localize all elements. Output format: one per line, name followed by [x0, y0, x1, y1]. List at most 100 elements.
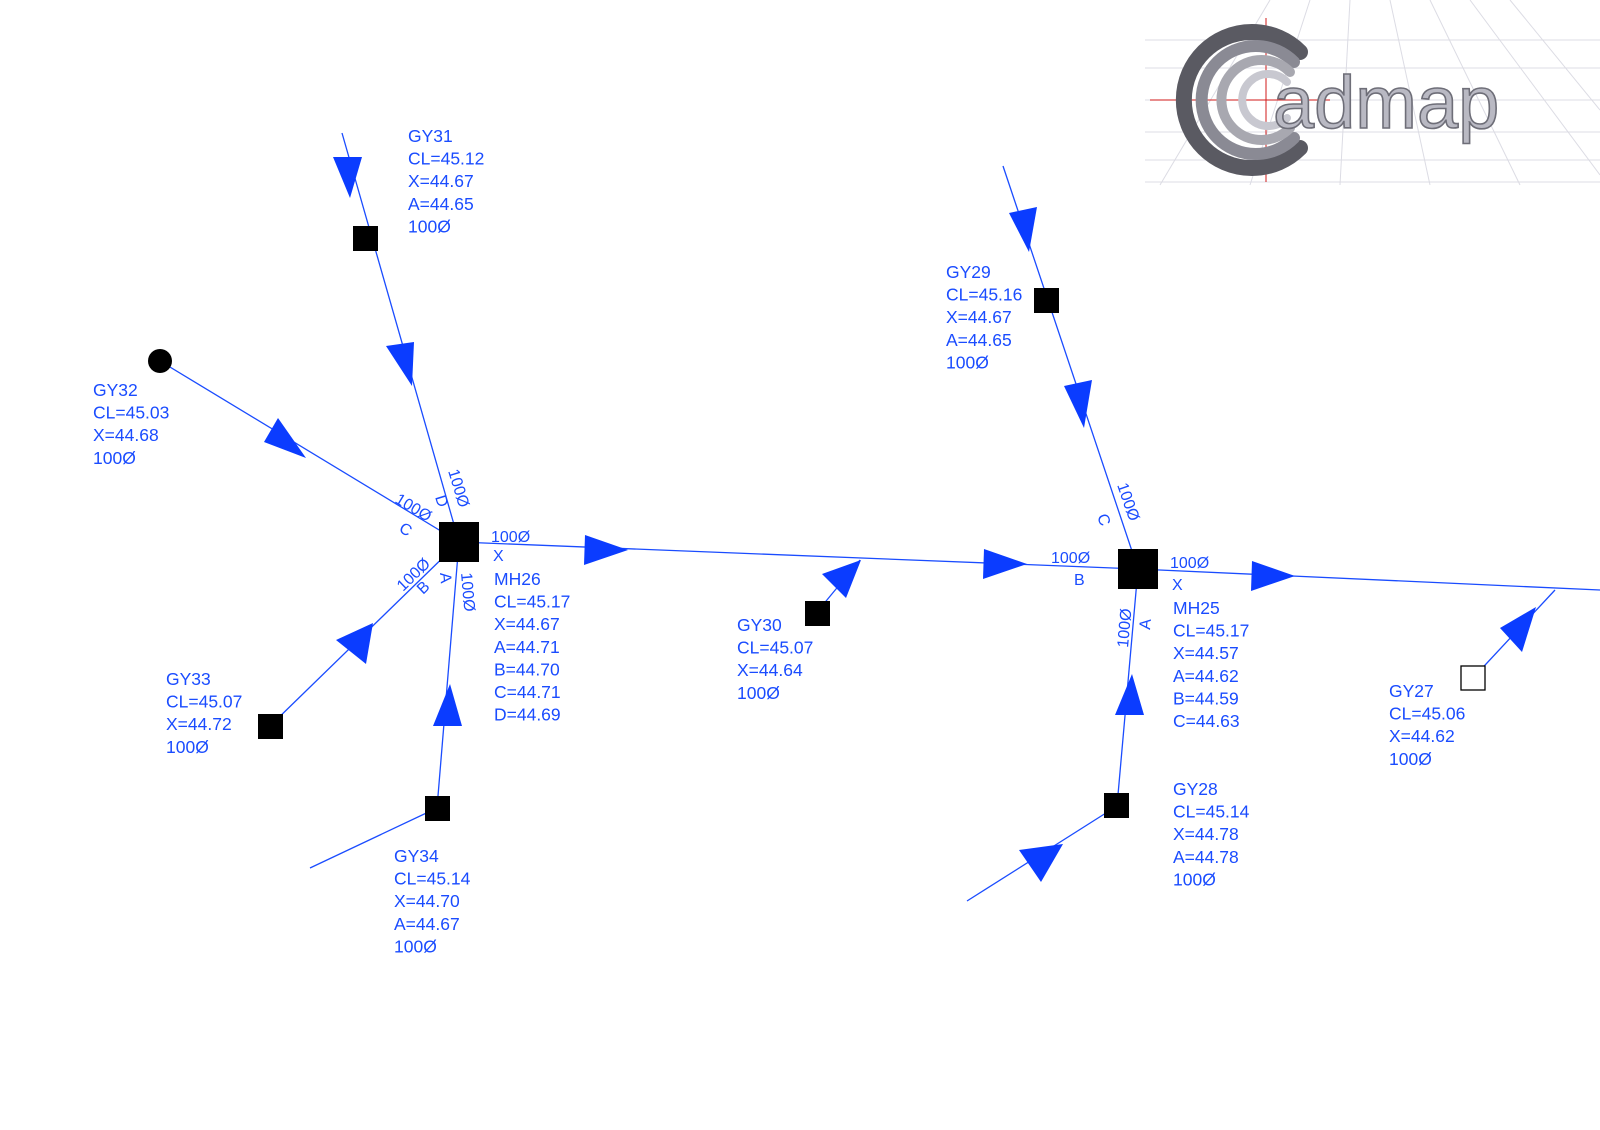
node-label-line: X=44.68 [93, 425, 159, 445]
flow-arrow [1019, 844, 1063, 882]
pipe-size-label: 100Ø [392, 491, 434, 526]
flow-arrow [433, 684, 462, 726]
node-label-line: X=44.64 [737, 660, 803, 680]
node-label-line: B=44.59 [1173, 688, 1239, 708]
flow-arrow [336, 623, 373, 664]
pipe-size-label: 100Ø [457, 572, 477, 612]
gully-gy27[interactable] [1460, 665, 1486, 691]
node-label-line: GY32 [93, 380, 138, 400]
node-label-line: CL=45.03 [93, 403, 169, 423]
pipe-letter-label: D [431, 493, 451, 509]
node-label-line: CL=45.14 [394, 869, 471, 889]
node-label-line: A=44.62 [1173, 666, 1239, 686]
flow-arrow [983, 549, 1027, 579]
node-label-line: D=44.69 [494, 705, 561, 725]
manhole-mh25[interactable] [1118, 549, 1158, 589]
flow-arrow [333, 157, 362, 198]
node-label-line: A=44.65 [946, 330, 1012, 350]
gully-gy30[interactable] [805, 601, 830, 626]
node-label-line: CL=45.17 [494, 592, 570, 612]
pipe-mh26-mh25 [458, 541, 1139, 570]
node-label-line: 100Ø [1173, 869, 1216, 889]
pipe-letter-label: X [1172, 577, 1183, 594]
node-label-line: GY34 [394, 846, 439, 866]
node-label-line: CL=45.16 [946, 285, 1022, 305]
manhole-mh26[interactable] [439, 522, 479, 562]
node-label-line: GY28 [1173, 779, 1218, 799]
flow-arrow [584, 535, 628, 565]
node-label-line: 100Ø [946, 352, 989, 372]
pipe-gy34-upstream [309, 807, 438, 869]
cadmap-logo: admap [1145, 0, 1600, 186]
pipe-size-label: 100Ø [491, 529, 530, 546]
node-label-line: X=44.67 [494, 614, 560, 634]
pipe-gy31-mh26 [341, 132, 460, 543]
flow-arrow [1500, 607, 1536, 652]
gully-gy29[interactable] [1034, 288, 1059, 313]
flow-arrows [264, 157, 1536, 882]
node-label-line: CL=45.07 [737, 638, 813, 658]
node-label-line: MH26 [494, 569, 541, 589]
node-label-line: 100Ø [737, 683, 780, 703]
flow-arrow [386, 342, 414, 386]
node-label-line: B=44.70 [494, 659, 560, 679]
node-label-line: MH25 [1173, 598, 1220, 618]
logo-c-mark [1175, 24, 1308, 176]
gully-gy32[interactable] [148, 349, 172, 373]
pipe-size-label: 100Ø [1113, 481, 1142, 524]
node-label-line: A=44.65 [408, 194, 474, 214]
node-label-line: GY33 [166, 669, 211, 689]
flow-arrow [264, 418, 306, 458]
gully-gy33[interactable] [258, 714, 283, 739]
node-label-line: CL=45.14 [1173, 802, 1250, 822]
gully-gy31[interactable] [353, 226, 378, 251]
flow-arrow [1115, 674, 1144, 715]
pipe-letter-label: A [436, 572, 454, 584]
node-label-line: 100Ø [394, 936, 437, 956]
node-label-line: C=44.63 [1173, 711, 1240, 731]
pipe-letter-label: C [1093, 512, 1113, 528]
flow-arrow [1251, 561, 1295, 591]
gully-gy34[interactable] [425, 796, 450, 821]
node-label-line: CL=45.07 [166, 692, 242, 712]
logo-wordmark: admap [1273, 61, 1499, 144]
flow-arrow [1064, 380, 1092, 428]
pipe-letter-label: C [396, 520, 415, 541]
flow-arrow [1009, 207, 1037, 252]
node-label-line: GY31 [408, 126, 453, 146]
node-label-line: X=44.67 [946, 307, 1012, 327]
pipe-size-label: 100Ø [1170, 555, 1209, 572]
node-label-line: GY30 [737, 615, 782, 635]
node-label-line: 100Ø [166, 737, 209, 757]
node-label-line: CL=45.17 [1173, 621, 1249, 641]
pipe-mh25-outfall [1137, 568, 1600, 591]
pipe-gy32-mh26 [159, 360, 460, 543]
node-label-line: A=44.71 [494, 637, 560, 657]
node-label-line: X=44.78 [1173, 824, 1239, 844]
node-label-line: X=44.57 [1173, 643, 1239, 663]
node-label-line: CL=45.12 [408, 149, 484, 169]
node-label-line: 100Ø [93, 448, 136, 468]
pipe-size-label: 100Ø [1051, 550, 1090, 567]
pipe-letter-label: B [1074, 572, 1085, 589]
node-label-line: GY29 [946, 262, 991, 282]
pipe-letter-label: A [1137, 618, 1155, 630]
structures [148, 226, 1486, 821]
gully-gy28[interactable] [1104, 793, 1129, 818]
node-label-line: X=44.67 [408, 171, 474, 191]
pipe-gy34-mh26 [436, 541, 460, 809]
node-label-line: A=44.78 [1173, 847, 1239, 867]
pipe-size-label: 100Ø [1115, 608, 1135, 648]
node-label-line: A=44.67 [394, 914, 460, 934]
